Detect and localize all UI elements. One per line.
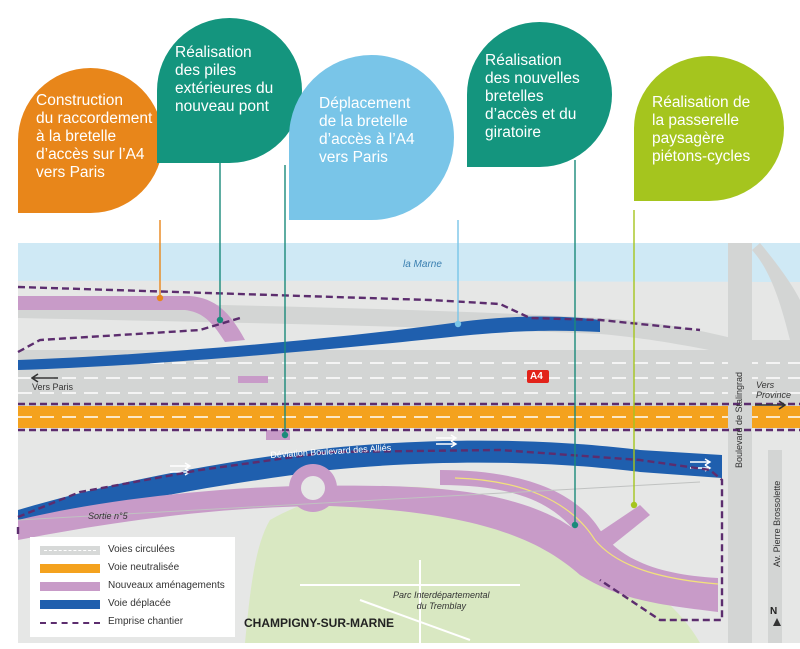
deviation-boulevard	[18, 440, 722, 528]
a4-label: A4	[530, 371, 543, 382]
arrow-vers-province	[755, 400, 787, 410]
construction-boundary	[16, 285, 800, 622]
new-ramp-lower	[18, 485, 718, 612]
river-marne	[18, 243, 800, 282]
legend-swatch	[40, 600, 100, 609]
legend-swatch	[40, 622, 100, 624]
neutralised-lane	[18, 406, 800, 428]
new-ramp-upper-left	[18, 296, 245, 342]
boulevard-stalingrad-label: Boulevard de Stalingrad	[734, 371, 744, 468]
arrow-vers-paris	[30, 373, 58, 383]
brossolette-road	[768, 450, 782, 643]
a4-badge	[527, 370, 549, 383]
park-paths	[300, 560, 520, 643]
north-arrow	[773, 618, 781, 626]
footbridge	[585, 505, 650, 555]
river-label: la Marne	[403, 259, 442, 270]
legend-swatch	[40, 564, 100, 573]
vers-paris-label: Vers Paris	[32, 382, 74, 392]
sortie-label: Sortie n°5	[88, 511, 128, 521]
new-ramp-lower-2	[440, 470, 718, 590]
park-area	[245, 486, 700, 643]
north-label: N	[770, 606, 778, 617]
displaced-ramp-upper	[18, 316, 600, 370]
boulevard-stalingrad-road	[728, 243, 752, 643]
sortie-road-line	[17, 481, 701, 521]
legend-swatch	[40, 582, 100, 591]
vers-province-label: Vers Province	[756, 380, 792, 400]
new-works-a4-patch	[238, 376, 268, 383]
av-brossolette-label: Av. Pierre Brossolette	[772, 480, 782, 567]
new-works-pile	[266, 430, 290, 440]
parc-label: Parc Interdépartemental du Tremblay	[393, 590, 490, 611]
upper-right-ramp	[752, 243, 800, 340]
city-label: CHAMPIGNY-SUR-MARNE	[244, 616, 394, 630]
